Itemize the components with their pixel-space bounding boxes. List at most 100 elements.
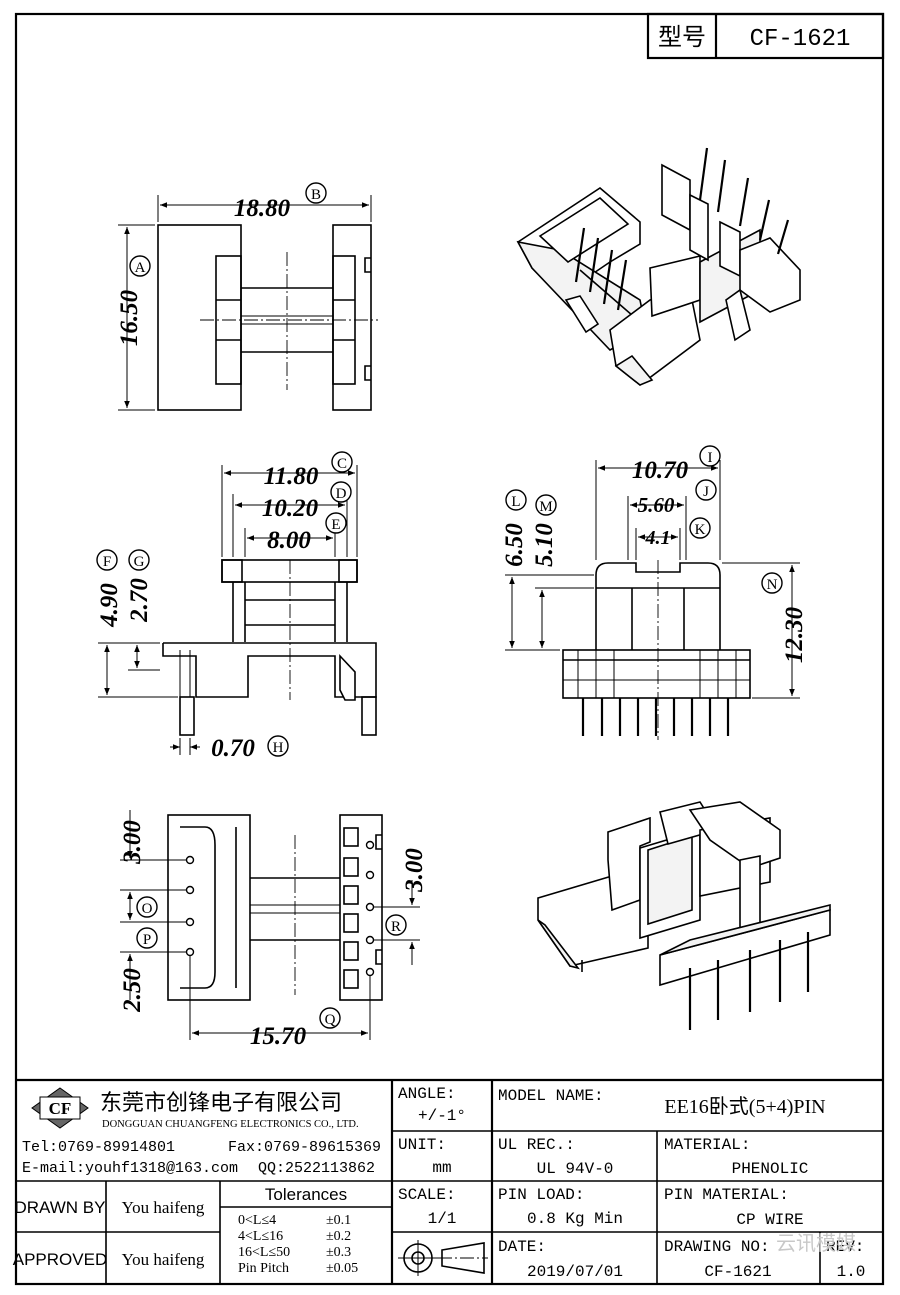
company-fax: Fax:0769-89615369 [228,1139,381,1156]
pin-load-label: PIN LOAD: [498,1186,584,1204]
dim-4-90: 4.90 [96,583,123,628]
tol-value-2: ±0.2 [326,1229,351,1244]
tolerances-title: Tolerances [265,1185,347,1204]
svg-text:A: A [135,260,146,276]
bottom-view: 3.00 2.50 O P 3.00 R 15.70 Q [119,810,428,1050]
dim-15-70: 15.70 [250,1023,307,1050]
tol-range-4: Pin Pitch [238,1261,289,1276]
svg-text:G: G [134,554,145,570]
svg-text:F: F [103,554,111,570]
marker-l [505,489,527,511]
marker-k [689,517,711,539]
dim-18-80: 18.80 [234,195,291,222]
svg-text:R: R [391,919,401,935]
dim-3-00-left: 3.00 [119,820,146,865]
svg-text:H: H [273,740,284,756]
tol-range-1: 0<L≤4 [238,1213,276,1228]
marker-p [136,927,158,949]
isometric-view-top [516,147,801,387]
drawn-by-value: You haifeng [122,1198,205,1217]
dim-5-10: 5.10 [531,523,558,567]
pin-material-value: CP WIRE [736,1211,803,1229]
dim-12-30: 12.30 [781,606,808,663]
scale-value: 1/1 [428,1210,457,1228]
dim-8-00: 8.00 [267,527,311,554]
company-tel: Tel:0769-89914801 [22,1139,175,1156]
watermark-text: 云讯模媒 [776,1232,856,1255]
rev-value: 1.0 [837,1263,866,1281]
dim-16-50: 16.50 [116,289,143,346]
marker-h [267,735,289,757]
marker-f [96,549,118,571]
pin-material-label: PIN MATERIAL: [664,1186,789,1204]
svg-text:J: J [703,484,709,500]
svg-text:B: B [311,187,321,203]
material-value: PHENOLIC [732,1160,809,1178]
company-email: E-mail:youhf1318@163.com [22,1160,238,1177]
drawing-no-label: DRAWING NO: [664,1238,770,1256]
projection-symbol-icon [398,1240,488,1276]
model-name-value: EE16卧式(5+4)PIN [664,1095,825,1118]
front-view: 11.80 C 10.20 D 8.00 E 4.90 2.70 F G 0.7… [96,451,377,762]
drawing-no-value: CF-1621 [704,1263,771,1281]
company-logo: CF [49,1099,72,1118]
marker-g [128,549,150,571]
marker-a [129,255,151,277]
company-name-en: DONGGUAN CHUANGFENG ELECTRONICS CO., LTD… [102,1119,359,1130]
model-name-label: MODEL NAME: [498,1087,604,1105]
marker-j [695,479,717,501]
sheet-border [14,12,885,1286]
company-name-cn: 东莞市创锋电子有限公司 [100,1090,342,1115]
marker-n [761,572,783,594]
approved-value: You haifeng [122,1250,205,1269]
dim-3-00-right: 3.00 [401,848,428,893]
svg-text:I: I [708,450,713,466]
tol-value-1: ±0.1 [326,1213,351,1228]
svg-text:D: D [336,486,347,502]
marker-c [331,451,353,473]
material-label: MATERIAL: [664,1136,750,1154]
marker-i [699,445,721,467]
dim-10-70: 10.70 [632,457,689,484]
svg-text:Q: Q [325,1012,336,1028]
pin-load-value: 0.8 Kg Min [527,1210,623,1228]
svg-text:C: C [337,456,347,472]
unit-label: UNIT: [398,1136,446,1154]
marker-r [385,914,407,936]
ul-label: UL REC.: [498,1136,575,1154]
header-box: 型号 CF-1621 [646,12,885,60]
angle-label: ANGLE: [398,1085,456,1103]
svg-text:P: P [143,932,151,948]
svg-text:E: E [331,517,340,533]
date-value: 2019/07/01 [527,1263,623,1281]
svg-text:N: N [767,577,778,593]
title-block: CF 东莞市创锋电子有限公司 DONGGUAN CHUANGFENG ELECT… [13,1078,883,1284]
unit-value: mm [432,1159,451,1177]
approved-label: APPROVED [13,1250,107,1269]
svg-text:K: K [695,522,706,538]
dim-11-80: 11.80 [264,463,319,490]
company-qq: QQ:2522113862 [258,1160,375,1177]
ul-value: UL 94V-0 [537,1160,614,1178]
dim-10-20: 10.20 [262,495,319,522]
model-code: CF-1621 [750,26,851,53]
marker-o [136,896,158,918]
scale-label: SCALE: [398,1186,456,1204]
dim-0-70: 0.70 [211,735,255,762]
svg-text:L: L [511,494,520,510]
drawn-by-label: DRAWN BY [15,1198,106,1217]
dim-2-50: 2.50 [119,968,146,1013]
marker-q [319,1007,341,1029]
tol-range-3: 16<L≤50 [238,1245,290,1260]
marker-d [330,481,352,503]
marker-m [535,494,557,516]
type-label: 型号 [658,24,706,51]
rev-label: REV: [826,1238,864,1256]
marker-b [305,182,327,204]
svg-text:O: O [142,901,153,917]
marker-e [325,512,347,534]
tol-value-4: ±0.05 [326,1261,358,1276]
dim-6-50: 6.50 [501,523,528,567]
angle-value: +/-1° [418,1107,466,1125]
